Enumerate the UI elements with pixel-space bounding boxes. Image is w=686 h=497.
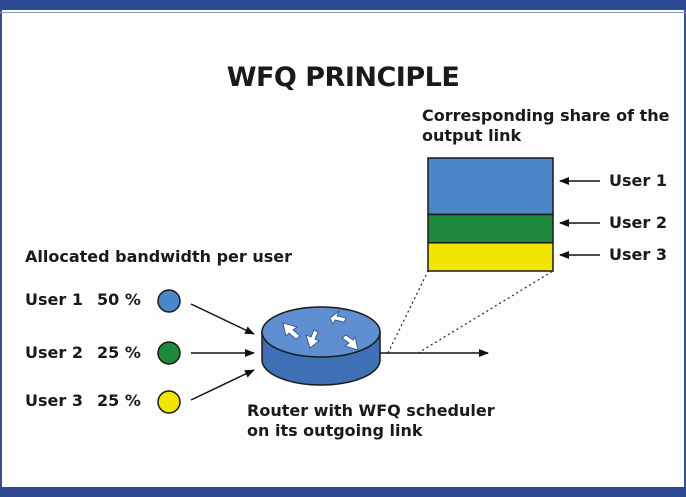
user-2-percent: 25 % [97,343,141,362]
output-user-1-label: User 1 [609,171,667,190]
bottom-border-bar [0,487,686,497]
user-3-label: User 3 [25,391,83,410]
top-border-line [0,12,686,13]
top-border-bar [0,0,686,10]
output-label-arrows [559,177,600,259]
user-1-arrow [190,303,255,335]
output-user-2-label: User 2 [609,213,667,232]
allocated-bandwidth-heading: Allocated bandwidth per user [25,247,292,266]
user-2-circle [157,341,181,365]
projection-line-upper [387,270,429,354]
user-2-label: User 2 [25,343,83,362]
router-icon [261,306,381,386]
user-1-circle [157,289,181,313]
user-1-percent: 50 % [97,290,141,309]
output-share-user-1 [427,157,554,216]
output-share-heading: Corresponding share of the output link [422,106,670,145]
diagram-title: WFQ PRINCIPLE [226,62,460,93]
output-link-stack [427,157,554,272]
output-share-user-3 [427,242,554,272]
user-1-label: User 1 [25,290,83,309]
router-caption: Router with WFQ scheduler on its outgoin… [247,401,495,440]
output-share-user-2 [427,213,554,244]
user-3-circle [157,390,181,414]
user-3-percent: 25 % [97,391,141,410]
output-user-3-label: User 3 [609,245,667,264]
projection-line-lower [417,270,554,354]
user-3-arrow [190,369,255,401]
